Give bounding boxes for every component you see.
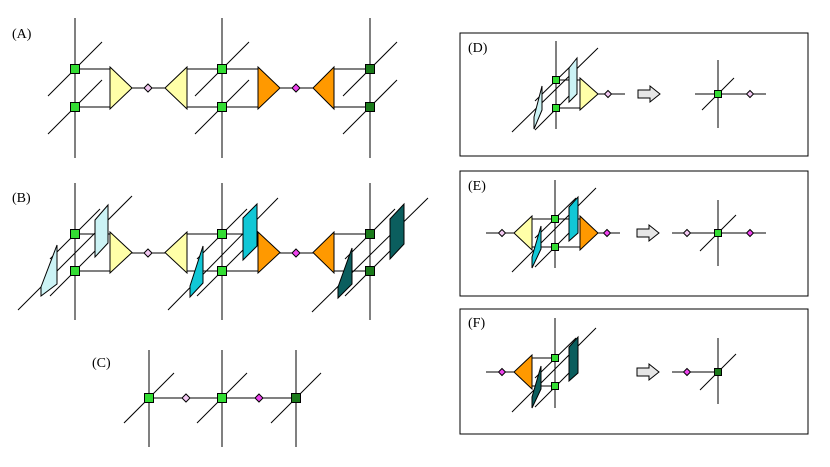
node-light — [551, 354, 559, 362]
diagonal-bond — [311, 197, 429, 313]
node-dark — [714, 368, 722, 376]
panel-label-f: (F) — [468, 316, 485, 331]
triangle-light — [109, 230, 133, 275]
panel-e-network — [486, 180, 766, 273]
node-light — [714, 229, 722, 237]
diamond-magenta — [254, 393, 264, 403]
triangle-light — [164, 230, 188, 275]
node-dark — [291, 393, 301, 403]
parallelogram-light — [94, 203, 109, 259]
diamond-magenta — [291, 248, 301, 258]
node-light — [217, 64, 227, 74]
panel-label-c: (C) — [92, 356, 111, 371]
panel-box-e — [459, 170, 809, 297]
node-light — [552, 76, 560, 84]
parallelogram-dark — [389, 202, 405, 261]
triangle-orange — [312, 65, 335, 111]
diamond-magenta — [745, 228, 755, 238]
triangle-orange — [312, 230, 335, 275]
parallelogram-cyan — [242, 202, 258, 262]
panel-d-network — [511, 41, 766, 133]
diamond-magenta — [291, 83, 301, 93]
diamond-magenta — [497, 367, 507, 377]
panel-label-a: (A) — [12, 27, 32, 42]
diamond-light — [682, 228, 692, 238]
node-light — [551, 243, 559, 251]
triangle-orange — [579, 214, 599, 252]
diagonal-bond — [511, 187, 597, 273]
node-dark — [365, 229, 375, 239]
panel-b-network — [17, 183, 429, 320]
panel-a-network — [47, 18, 398, 158]
parallelogram-cyan — [189, 245, 204, 299]
triangle-light — [513, 214, 533, 252]
parallelogram-cyan — [568, 195, 579, 243]
node-dark — [365, 266, 375, 276]
diamond-light — [603, 89, 613, 99]
diamond-light — [143, 83, 153, 93]
node-dark — [365, 102, 375, 112]
diagonal-bond — [17, 195, 133, 311]
parallelogram-dark — [337, 247, 353, 300]
node-light — [70, 102, 80, 112]
node-light — [144, 393, 154, 403]
node-light — [70, 64, 80, 74]
parallelogram-light — [568, 56, 578, 104]
node-light — [217, 393, 227, 403]
diamond-magenta — [682, 367, 692, 377]
panel-box-d — [459, 32, 809, 157]
arrow-icon — [636, 362, 660, 382]
diagonal-bond — [167, 197, 279, 311]
diamond-light — [497, 228, 507, 238]
triangle-light — [109, 65, 133, 111]
node-light — [70, 266, 80, 276]
node-light — [70, 229, 80, 239]
triangle-light — [164, 65, 188, 111]
parallelogram-cyan — [531, 225, 542, 269]
node-light — [551, 215, 559, 223]
panel-label-d: (D) — [468, 41, 488, 56]
parallelogram-dark — [531, 365, 542, 409]
parallelogram-dark — [568, 335, 579, 383]
panel-f-network — [486, 318, 737, 413]
diamond-light — [745, 89, 755, 99]
parallelogram-light — [533, 85, 543, 130]
triangle-orange — [257, 230, 281, 275]
diagonal-bond — [511, 47, 599, 133]
node-dark — [365, 64, 375, 74]
arrow-icon — [637, 84, 661, 104]
node-light — [217, 266, 227, 276]
parallelogram-light — [40, 244, 58, 297]
panel-c-network — [123, 350, 322, 447]
arrow-icon — [636, 223, 660, 243]
node-light — [217, 102, 227, 112]
node-light — [552, 104, 560, 112]
diamond-light — [181, 393, 191, 403]
panel-label-e: (E) — [468, 179, 486, 194]
node-light — [217, 229, 227, 239]
diagonal-bond — [511, 327, 597, 413]
panel-box-f — [459, 308, 809, 435]
triangle-orange — [257, 65, 281, 111]
node-light — [714, 90, 722, 98]
panel-label-b: (B) — [12, 191, 31, 206]
diamond-light — [143, 248, 153, 258]
triangle-orange — [513, 353, 533, 391]
node-light — [551, 382, 559, 390]
diamond-magenta — [602, 228, 612, 238]
triangle-light — [579, 76, 599, 112]
